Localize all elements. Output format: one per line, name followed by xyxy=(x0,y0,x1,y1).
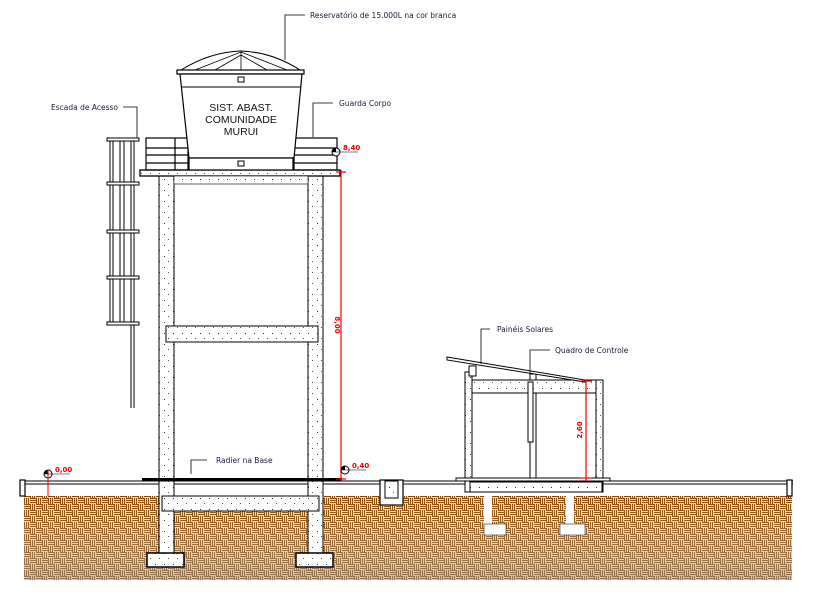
solar-panel xyxy=(446,356,586,383)
radier-slab xyxy=(142,478,342,482)
control-panel-box xyxy=(527,381,534,443)
level-marker-radier xyxy=(340,465,366,475)
tank-text-line-2: COMUNIDADE xyxy=(205,114,277,126)
water-tank xyxy=(176,50,305,171)
level-ground-label: 0,00 xyxy=(55,466,72,474)
tower-height-label: 8,00 xyxy=(333,316,341,333)
access-ladder xyxy=(106,137,140,408)
label-guardrail: Guarda Corpo xyxy=(339,99,392,108)
tank-text-line-1: SIST. ABAST. xyxy=(209,102,273,114)
level-marker-ground xyxy=(43,469,70,496)
label-ladder: Escada de Acesso xyxy=(51,103,118,112)
label-control-panel: Quadro de Controle xyxy=(555,346,629,355)
leader-lines xyxy=(123,14,550,474)
tower-height-dimension xyxy=(336,170,346,481)
shed-height-dimension xyxy=(580,380,592,481)
level-radier-label: 0,40 xyxy=(352,462,369,470)
soil-hatch xyxy=(24,496,792,580)
level-marker-top xyxy=(331,147,358,157)
label-reservoir: Reservatório de 15.000L na cor branca xyxy=(310,11,456,20)
ground-line xyxy=(19,479,793,497)
level-top-label: 8,40 xyxy=(343,144,360,152)
shed-height-label: 2,60 xyxy=(576,421,584,438)
solar-shed xyxy=(446,356,611,493)
inspection-box xyxy=(379,479,404,506)
label-radier: Radier na Base xyxy=(216,456,273,465)
label-solar-panels: Painéis Solares xyxy=(497,325,553,334)
water-tower-structure xyxy=(139,169,341,568)
tank-text-line-3: MURUI xyxy=(224,126,258,138)
